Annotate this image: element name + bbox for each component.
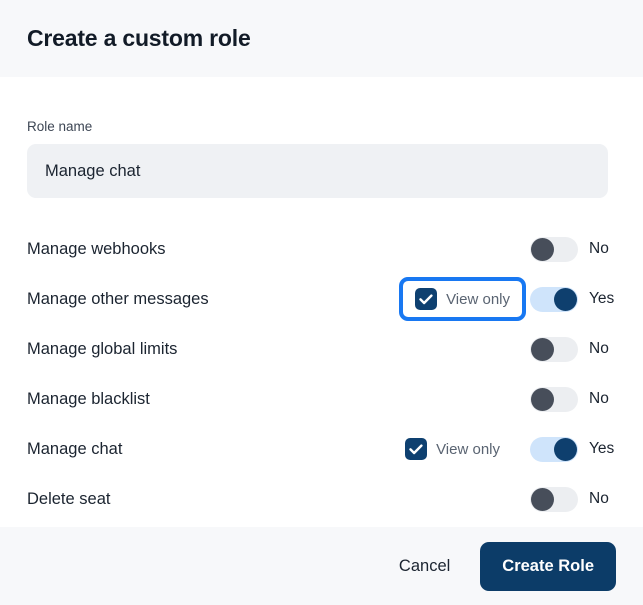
permission-toggle[interactable]: [530, 486, 578, 512]
permission-controls: View only Yes: [399, 274, 616, 324]
view-only-checkbox-group[interactable]: View only: [389, 427, 516, 471]
permission-row: Delete seat No: [27, 474, 616, 524]
permission-toggle[interactable]: [530, 386, 578, 412]
permission-toggle-group: No: [530, 236, 616, 262]
toggle-knob: [531, 387, 554, 411]
toggle-state-text: No: [589, 490, 609, 507]
permission-controls: No: [530, 324, 616, 374]
permission-row: Manage webhooks No: [27, 224, 616, 274]
cancel-button[interactable]: Cancel: [381, 545, 468, 588]
permission-toggle-group: Yes: [530, 436, 616, 462]
permission-toggle[interactable]: [530, 436, 578, 462]
permission-controls: No: [530, 224, 616, 274]
toggle-state-text: No: [589, 340, 609, 357]
role-name-field-group: Role name: [27, 77, 616, 198]
toggle-state-text: Yes: [589, 440, 615, 457]
role-name-input[interactable]: [27, 144, 608, 198]
permission-label: Manage chat: [27, 439, 123, 458]
toggle-state-text: Yes: [589, 290, 615, 307]
permission-label: Manage webhooks: [27, 239, 166, 258]
dialog-footer: Cancel Create Role: [0, 527, 643, 605]
permission-toggle[interactable]: [530, 286, 578, 312]
toggle-knob: [531, 487, 554, 511]
permission-label: Delete seat: [27, 489, 111, 508]
toggle-state-text: No: [589, 240, 609, 257]
role-name-label: Role name: [27, 119, 93, 134]
dialog-header: Create a custom role: [0, 0, 643, 77]
toggle-knob: [554, 437, 577, 461]
permission-row: Manage global limits No: [27, 324, 616, 374]
view-only-label: View only: [436, 440, 500, 458]
permission-row: Manage chat View only Yes: [27, 424, 616, 474]
permission-toggle[interactable]: [530, 236, 578, 262]
toggle-state-text: No: [589, 390, 609, 407]
permission-toggle-group: No: [530, 486, 616, 512]
toggle-knob: [531, 237, 554, 261]
toggle-knob: [554, 287, 577, 311]
permission-row: Manage blacklist No: [27, 374, 616, 424]
permission-label: Manage other messages: [27, 289, 209, 308]
permission-controls: View only Yes: [389, 424, 616, 474]
checkbox-checked-icon[interactable]: [405, 438, 428, 460]
permission-toggle-group: No: [530, 386, 616, 412]
checkbox-checked-icon[interactable]: [415, 288, 438, 310]
view-only-checkbox-group[interactable]: View only: [399, 277, 526, 321]
create-role-button[interactable]: Create Role: [480, 541, 616, 591]
permission-label: Manage blacklist: [27, 389, 150, 408]
permission-toggle[interactable]: [530, 336, 578, 362]
permission-label: Manage global limits: [27, 339, 178, 358]
permission-controls: No: [530, 474, 616, 524]
permission-controls: No: [530, 374, 616, 424]
permission-toggle-group: Yes: [530, 286, 616, 312]
permission-row: Manage other messages View only Yes: [27, 274, 616, 324]
page-title: Create a custom role: [27, 25, 251, 51]
view-only-label: View only: [446, 290, 510, 308]
toggle-knob: [531, 337, 554, 361]
permission-toggle-group: No: [530, 336, 616, 362]
